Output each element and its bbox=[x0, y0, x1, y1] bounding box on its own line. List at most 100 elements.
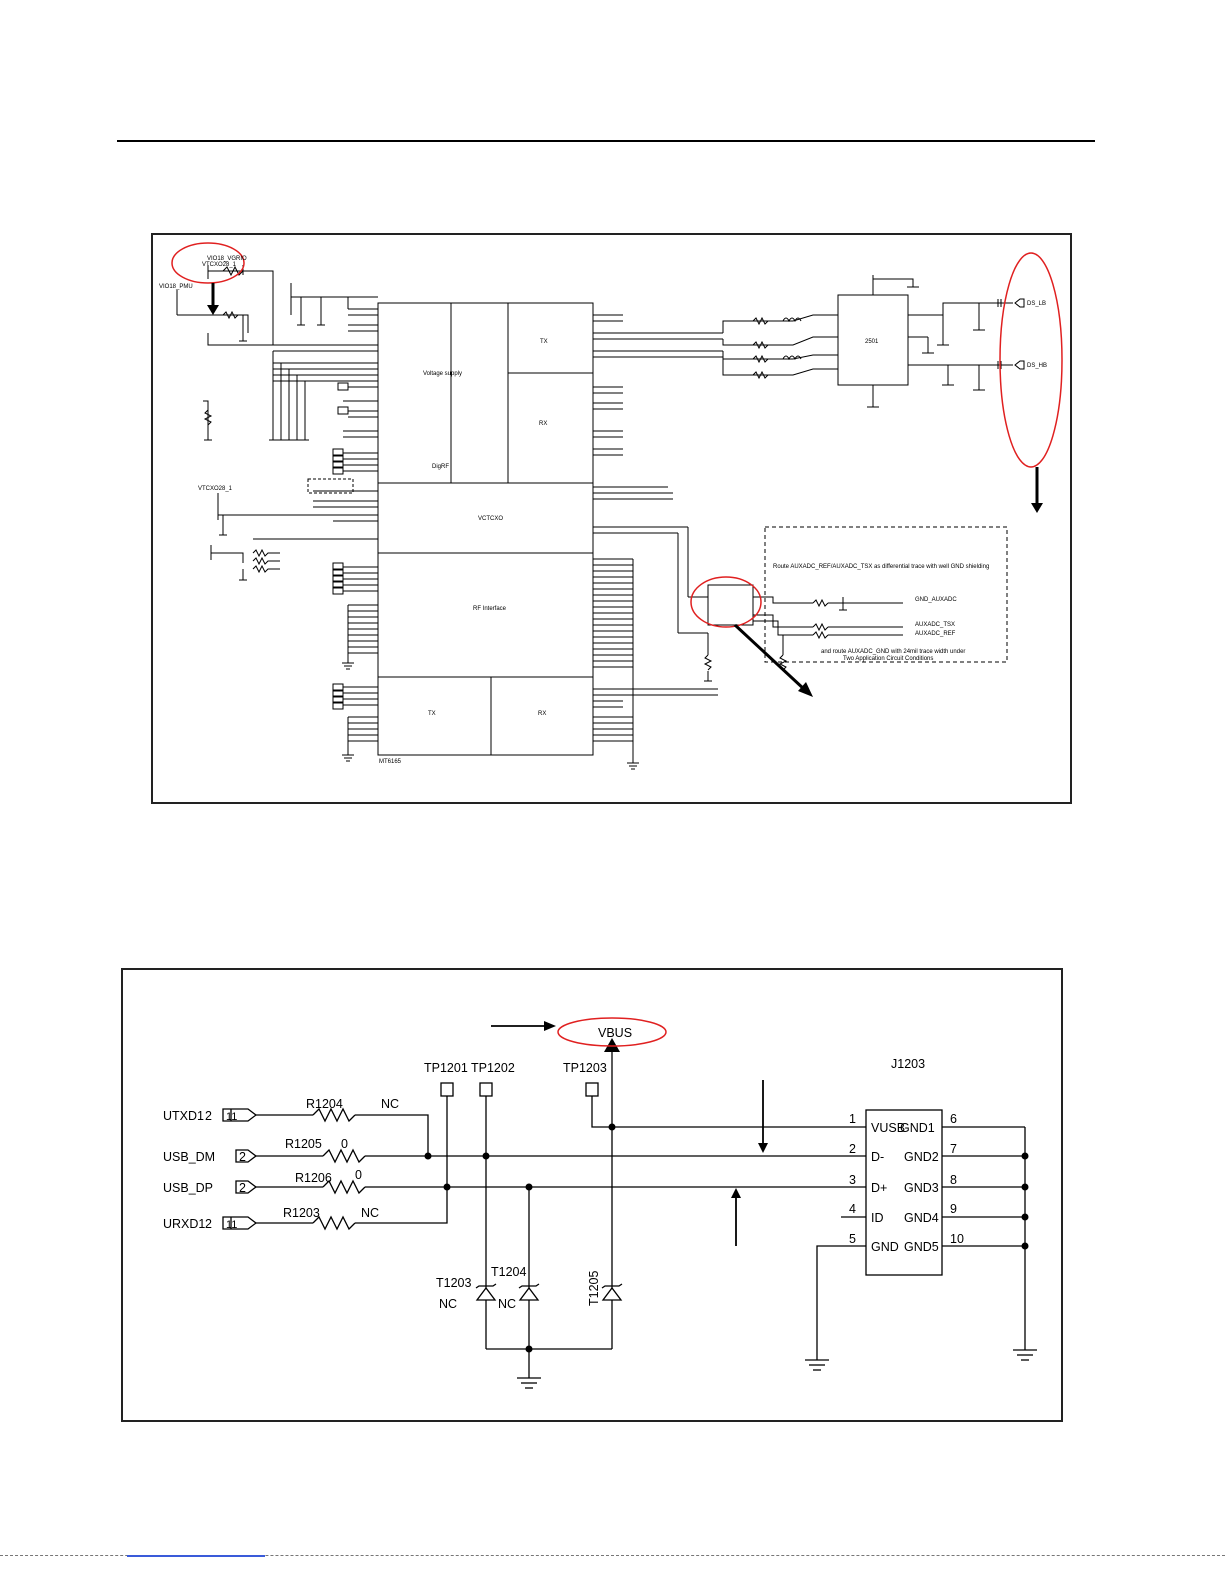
t1204-value: NC bbox=[498, 1297, 516, 1311]
tp1203-label: TP1203 bbox=[563, 1061, 607, 1075]
test-point-tp1201 bbox=[440, 1082, 454, 1097]
arrow-heads bbox=[207, 305, 1043, 697]
highlight-ellipse-supply bbox=[171, 242, 245, 284]
port-urxd1-num: 2 bbox=[205, 1217, 212, 1231]
supply-network bbox=[176, 265, 378, 441]
note-line-1: Route AUXADC_REF/AUXADC_TSX as different… bbox=[773, 564, 989, 570]
power-label-vtcxo-2: VTCXO28_1 bbox=[198, 486, 233, 492]
rf-filter-name: 2501 bbox=[865, 339, 879, 345]
highlight-marks bbox=[171, 242, 1063, 628]
port-urxd1: URXD1 bbox=[163, 1217, 205, 1231]
r1204-value: NC bbox=[381, 1097, 399, 1111]
tp1202-label: TP1202 bbox=[471, 1061, 515, 1075]
chip-block-rf-interface: RF Interface bbox=[473, 606, 507, 612]
callout-arrows-usb bbox=[491, 1025, 764, 1246]
usb-connector-schematic: VBUS J1203 UTXD1 2 11 USB_DM 2 USB_DP 2 … bbox=[121, 968, 1063, 1422]
pin-2-num: 2 bbox=[849, 1142, 856, 1156]
aux-label-ref: AUXADC_REF bbox=[915, 631, 956, 637]
resistor-r1206 bbox=[322, 1179, 366, 1195]
pin-10-num: 10 bbox=[950, 1232, 964, 1246]
port-usb-dp-num: 2 bbox=[239, 1181, 246, 1195]
pin-7-name: GND2 bbox=[904, 1150, 939, 1164]
callout-arrows bbox=[211, 283, 1039, 692]
power-label-vio18-pmu: VIO18_PMU bbox=[159, 284, 193, 290]
r1205-ref: R1205 bbox=[285, 1137, 322, 1151]
pin-1-name: VUSB bbox=[871, 1121, 905, 1135]
port-usb-dm-num: 2 bbox=[239, 1150, 246, 1164]
pin-5-num: 5 bbox=[849, 1232, 856, 1246]
r1203-ref: R1203 bbox=[283, 1206, 320, 1220]
vbus-highlight-ellipse bbox=[557, 1017, 667, 1047]
chip-block-digrf: DigRF bbox=[432, 464, 449, 470]
tp1201-label: TP1201 bbox=[424, 1061, 468, 1075]
junction-dots bbox=[424, 1038, 1029, 1353]
pin-4-name: ID bbox=[871, 1211, 884, 1225]
highlight-ellipse-crystal bbox=[690, 576, 762, 628]
highlight-ellipse-rf-out bbox=[999, 252, 1063, 468]
footer-dashed-line bbox=[0, 1555, 1225, 1556]
vbus-arrow-head bbox=[604, 1038, 620, 1052]
power-label-vtcxo: VTCXO28_1 bbox=[202, 262, 237, 268]
vbus-label: VBUS bbox=[598, 1026, 632, 1040]
pin-3-name: D+ bbox=[871, 1181, 887, 1195]
aux-label-tsx: AUXADC_TSX bbox=[915, 622, 955, 628]
aux-label-gnd: GND_AUXADC bbox=[915, 597, 957, 603]
connector-j1203-body bbox=[865, 1109, 943, 1276]
chip-ground-symbols bbox=[342, 662, 639, 770]
port-utxd1: UTXD1 bbox=[163, 1109, 204, 1123]
port-shapes bbox=[222, 1108, 258, 1230]
port-utxd1-num: 2 bbox=[205, 1109, 212, 1123]
chip-block-voltage: Voltage supply bbox=[423, 371, 462, 377]
test-point-tp1202 bbox=[479, 1082, 493, 1097]
t1205-ref: T1205 bbox=[587, 1271, 601, 1306]
r1204-ref: R1204 bbox=[306, 1097, 343, 1111]
footnote-rule bbox=[127, 1555, 265, 1557]
pin-4-num: 4 bbox=[849, 1202, 856, 1216]
pin-9-num: 9 bbox=[950, 1202, 957, 1216]
rf-out-hb: DS_HB bbox=[1027, 363, 1047, 369]
r1203-value: NC bbox=[361, 1206, 379, 1220]
left-port-tags bbox=[307, 382, 354, 710]
chip-right-pins bbox=[593, 314, 723, 708]
pin-9-name: GND4 bbox=[904, 1211, 939, 1225]
header-rule bbox=[117, 140, 1095, 142]
resistor-r1203 bbox=[312, 1215, 356, 1231]
chip-name: MT6165 bbox=[379, 759, 402, 765]
note-line-3: Two Application Circuit Conditions bbox=[843, 656, 933, 662]
note-box bbox=[764, 526, 1008, 663]
pin-8-name: GND3 bbox=[904, 1181, 939, 1195]
rf-filter bbox=[722, 275, 1025, 408]
tvs-diodes bbox=[475, 1187, 623, 1389]
port-usb-dp: USB_DP bbox=[163, 1181, 213, 1195]
vtcxo-feed bbox=[210, 493, 280, 581]
resistor-r1205 bbox=[322, 1148, 366, 1164]
connector-ref: J1203 bbox=[891, 1057, 925, 1071]
chip-block-tx-mod: TX bbox=[428, 711, 436, 717]
power-label-vio18-vgrio: VIO18_VGRIO bbox=[207, 256, 247, 262]
t1204-ref: T1204 bbox=[491, 1265, 526, 1279]
test-point-tp1203 bbox=[585, 1082, 599, 1097]
pin-7-num: 7 bbox=[950, 1142, 957, 1156]
chip-block-vctcxo: VCTCXO bbox=[478, 516, 503, 522]
pin-1-num: 1 bbox=[849, 1112, 856, 1126]
usb-schematic-drawing: VBUS J1203 UTXD1 2 11 USB_DM 2 USB_DP 2 … bbox=[163, 1017, 1037, 1389]
port-urxd1-tag: 11 bbox=[226, 1219, 237, 1231]
port-utxd1-tag: 11 bbox=[226, 1111, 237, 1123]
note-line-2: and route AUXADC_GND with 24mil trace wi… bbox=[821, 649, 965, 655]
t1203-ref: T1203 bbox=[436, 1276, 471, 1290]
pin-8-num: 8 bbox=[950, 1173, 957, 1187]
chip-block-tx: TX bbox=[540, 339, 548, 345]
crystal-block bbox=[688, 526, 1008, 682]
r1206-ref: R1206 bbox=[295, 1171, 332, 1185]
pin-2-name: D- bbox=[871, 1150, 884, 1164]
t1203-value: NC bbox=[439, 1297, 457, 1311]
chip-left-pins bbox=[253, 308, 378, 592]
chip-outline bbox=[377, 302, 594, 756]
chip-block-rx-mod: RX bbox=[538, 711, 546, 717]
rf-out-lb: DS_LB bbox=[1027, 301, 1046, 307]
chip-block-rx: RX bbox=[539, 421, 547, 427]
resistor-r1204 bbox=[312, 1107, 356, 1123]
chip-left-gnd-pins bbox=[343, 604, 378, 755]
pin-6-name: GND1 bbox=[900, 1121, 935, 1135]
rf-schematic-drawing: VIO18_VGRIO VTCXO28_1 VIO18_PMU VTCXO28_… bbox=[159, 242, 1063, 770]
